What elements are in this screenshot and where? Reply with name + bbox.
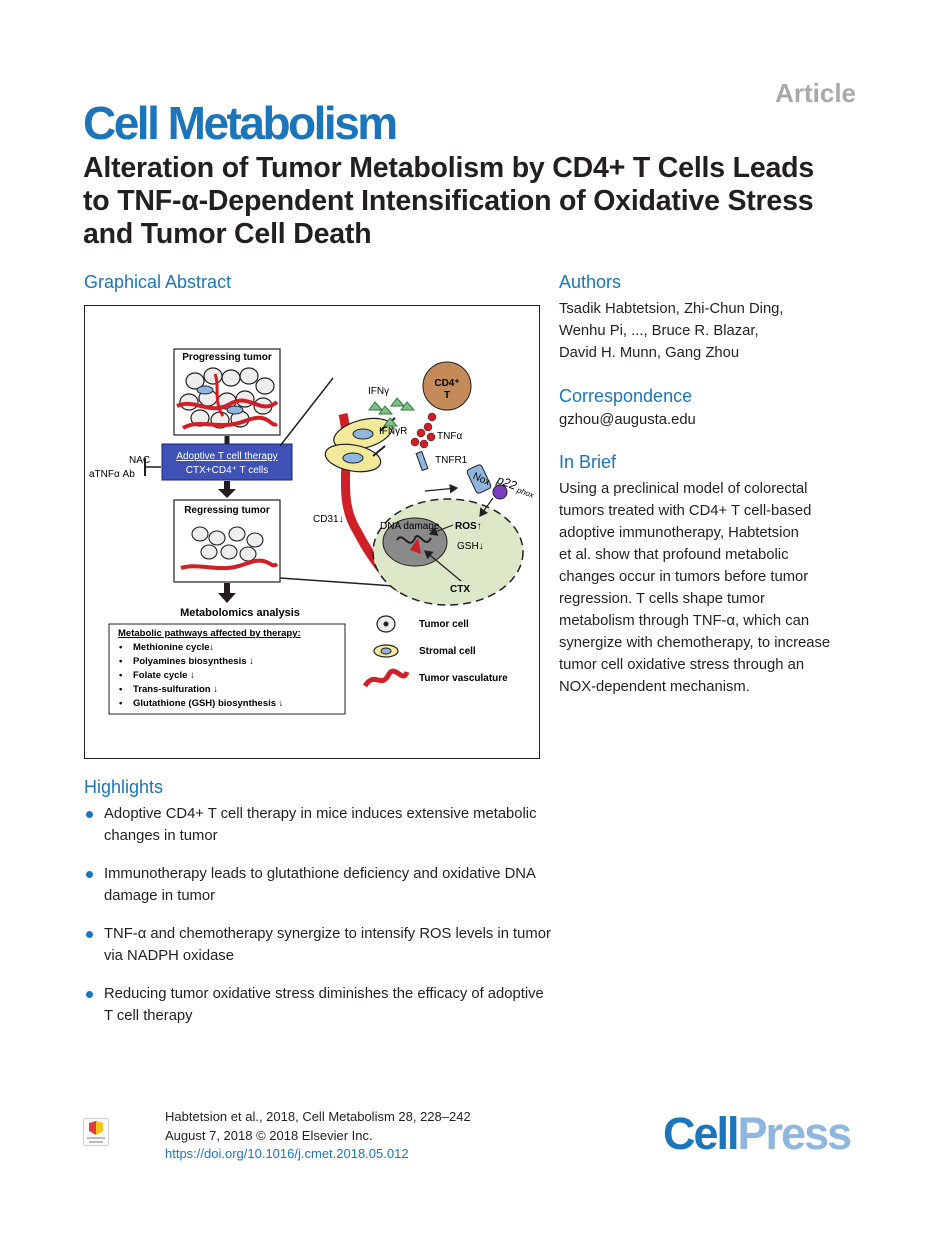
highlights-heading: Highlights — [84, 777, 164, 797]
correspondence-heading: Correspondence — [559, 386, 693, 406]
in-brief-line: adoptive immunotherapy, Habtetsion — [559, 525, 799, 541]
p22-label: p22 — [494, 472, 519, 492]
pathway-bullet: • — [119, 642, 123, 653]
pathway-bullet: • — [119, 684, 123, 695]
mechanism-schematic: CD4⁺ T IFNγ IFNγR TNFα TNFR1 Nox p22 pho… — [313, 361, 536, 606]
pathway-item: Polyamines biosynthesis ↓ — [133, 656, 254, 667]
highlight-item: Adoptive CD4+ T cell therapy in mice ind… — [84, 803, 554, 847]
ifngr-label: IFNγR — [379, 426, 407, 437]
pathway-item: Glutathione (GSH) biosynthesis ↓ — [133, 698, 283, 709]
legend: Tumor cell Stromal cell Tumor vasculatur… — [362, 615, 508, 688]
bullet-icon — [86, 931, 93, 938]
pathway-bullet: • — [119, 698, 123, 709]
highlight-item: Reducing tumor oxidative stress diminish… — [84, 983, 554, 1027]
graphical-abstract-svg: Progressing tumor Adoptive T cell therap… — [89, 348, 536, 715]
legend-tumor-cell: Tumor cell — [419, 619, 469, 630]
author-line: Wenhu Pi, ..., Bruce R. Blazar, — [559, 323, 759, 339]
in-brief-text: Using a preclinical model of colorectal … — [559, 478, 879, 698]
metabolomics-label: Metabolomics analysis — [180, 607, 300, 619]
progressing-tumor-illustration — [176, 367, 279, 430]
citation-line1: Habtetsion et al., 2018, Cell Metabolism… — [165, 1109, 471, 1124]
legend-tumor-vasculature: Tumor vasculature — [419, 673, 508, 684]
ifng-label: IFNγ — [368, 386, 389, 397]
gsh-label: GSH↓ — [457, 541, 484, 552]
in-brief-line: regression. T cells shape tumor — [559, 591, 765, 607]
in-brief-heading: In Brief — [559, 452, 617, 472]
graphical-abstract-figure: Progressing tumor Adoptive T cell therap… — [84, 305, 540, 759]
highlight-text: TNF-α and chemotherapy synergize to inte… — [104, 926, 551, 964]
cellpress-logo: CellPress — [663, 1108, 853, 1160]
therapy-line1: Adoptive T cell therapy — [176, 451, 277, 462]
nac-label: NAC — [129, 455, 150, 466]
highlight-text: Reducing tumor oxidative stress diminish… — [104, 986, 544, 1024]
citation-block: Habtetsion et al., 2018, Cell Metabolism… — [165, 1108, 471, 1164]
pathway-item: Trans-sulfuration ↓ — [133, 684, 218, 695]
pathway-item: Methionine cycle↓ — [133, 642, 214, 653]
in-brief-line: changes occur in tumors before tumor — [559, 569, 809, 585]
check-for-updates-badge[interactable] — [83, 1118, 109, 1146]
pathways-list: • Methionine cycle↓ • Polyamines biosynthe… — [119, 642, 283, 709]
pathways-title: Metabolic pathways affected by therapy: — [118, 628, 301, 639]
pathway-item: Folate cycle ↓ — [133, 670, 195, 681]
citation-line2: August 7, 2018 © 2018 Elsevier Inc. — [165, 1127, 373, 1143]
bullet-icon — [86, 991, 93, 998]
cd4-t-label: T — [444, 390, 450, 401]
pathway-bullet: • — [119, 656, 123, 667]
phox-label: phox — [515, 485, 536, 500]
bullet-icon — [86, 871, 93, 878]
highlight-item: TNF-α and chemotherapy synergize to inte… — [84, 923, 554, 967]
author-line: Tsadik Habtetsion, Zhi-Chun Ding, — [559, 301, 784, 317]
in-brief-line: tumors treated with CD4+ T cell-based — [559, 503, 812, 519]
correspondence-email[interactable]: gzhou@augusta.edu — [559, 412, 696, 428]
cd31-label: CD31↓ — [313, 514, 344, 525]
in-brief-line: metabolism through TNF-α, which can — [559, 613, 810, 629]
dna-damage-label: DNA damage — [380, 521, 440, 532]
pathway-bullet: • — [119, 670, 123, 681]
authors-heading: Authors — [559, 272, 622, 292]
cellpress-logo-press: Press — [737, 1108, 853, 1159]
cellpress-logo-cell: Cell — [663, 1108, 740, 1159]
highlight-text: Adoptive CD4+ T cell therapy in mice ind… — [104, 806, 537, 844]
author-line: David H. Munn, Gang Zhou — [559, 345, 740, 361]
in-brief-line: tumor cell oxidative stress through an — [559, 657, 805, 673]
legend-stromal-cell: Stromal cell — [419, 646, 476, 657]
cd4-label: CD4⁺ — [434, 378, 459, 389]
tnfa-label: TNFα — [437, 431, 462, 442]
authors-list: Tsadik Habtetsion, Zhi-Chun Ding, Wenhu … — [559, 298, 879, 364]
pathways-box — [108, 623, 346, 715]
cd4-t-cell — [422, 361, 472, 411]
highlight-item: Immunotherapy leads to glutathione defic… — [84, 863, 554, 907]
check-for-updates-icon — [87, 1121, 105, 1143]
highlights-list: Adoptive CD4+ T cell therapy in mice ind… — [84, 803, 554, 1043]
graphical-abstract-heading: Graphical Abstract — [84, 272, 232, 292]
highlight-text: Immunotherapy leads to glutathione defic… — [104, 866, 536, 904]
ros-label: ROS↑ — [455, 521, 482, 532]
therapy-line2: CTX+CD4⁺ T cells — [186, 465, 268, 476]
progressing-tumor-label: Progressing tumor — [182, 352, 272, 363]
bullet-icon — [86, 811, 93, 818]
in-brief-line: synergize with chemotherapy, to increase — [559, 635, 831, 651]
tnfr1-label: TNFR1 — [435, 455, 468, 466]
journal-name: Cell Metabolism — [83, 97, 398, 149]
in-brief-line: Using a preclinical model of colorectal — [559, 481, 808, 497]
therapy-box — [161, 443, 293, 481]
atnf-label: aTNFα Ab — [89, 469, 135, 480]
regressing-tumor-illustration — [180, 526, 279, 571]
article-title: Alteration of Tumor Metabolism by CD4+ T… — [83, 152, 814, 250]
article-type-label: Article — [775, 78, 856, 108]
in-brief-line: NOX-dependent mechanism. — [559, 679, 750, 695]
doi-link[interactable]: https://doi.org/10.1016/j.cmet.2018.05.0… — [165, 1146, 409, 1161]
in-brief-line: et al. show that profound metabolic — [559, 547, 789, 563]
legend-vasculature-icon — [362, 668, 410, 688]
regressing-tumor-label: Regressing tumor — [184, 505, 270, 516]
ctx-label: CTX — [450, 584, 470, 595]
